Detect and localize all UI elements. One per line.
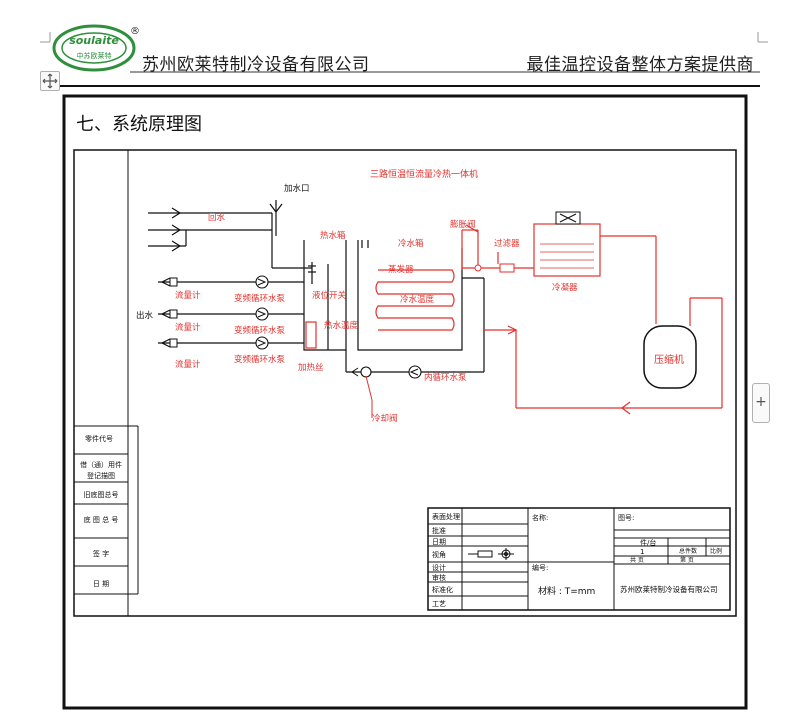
tb-drawing-no: 图号: bbox=[618, 514, 634, 522]
tb-design: 设计 bbox=[432, 563, 446, 572]
section-title: 七、系统原理图 bbox=[76, 114, 202, 135]
header-slogan: 最佳温控设备整体方案提供商 bbox=[526, 55, 754, 75]
flowmeters bbox=[169, 277, 178, 348]
tb-pieces: 件/台 bbox=[640, 538, 656, 547]
tb-sheets-total: 共 页 bbox=[630, 556, 644, 564]
tb-view: 视角 bbox=[432, 550, 446, 559]
cold-tank bbox=[357, 240, 463, 351]
evaporator-coil bbox=[375, 269, 455, 331]
label-pump-3: 变频循环水泵 bbox=[234, 354, 286, 365]
compressor bbox=[643, 325, 697, 389]
label-pump-1: 变频循环水泵 bbox=[234, 293, 286, 304]
tb-sheet-no: 第 页 bbox=[680, 556, 694, 564]
inlet-arrow bbox=[269, 203, 283, 213]
label-filter: 过滤器 bbox=[494, 238, 520, 249]
move-arrows-icon bbox=[42, 73, 58, 89]
outer-frame bbox=[62, 94, 748, 710]
label-date-left: 日 期 bbox=[93, 580, 109, 588]
label-base-drawing: 底 图 总 号 bbox=[84, 515, 119, 524]
label-flowmeter-1: 流量计 bbox=[175, 290, 201, 301]
label-hot-tank: 热水箱 bbox=[320, 230, 346, 241]
label-cold-tank: 冷水箱 bbox=[398, 238, 424, 249]
add-button[interactable]: + bbox=[752, 383, 770, 423]
label-part-code: 零件代号 bbox=[85, 434, 113, 443]
label-cooling-valve: 冷却阀 bbox=[372, 413, 398, 424]
label-hot-temp: 热水温度 bbox=[324, 320, 359, 331]
flowmeter-2-icon bbox=[169, 309, 178, 319]
label-internal-pump: 内循环水泵 bbox=[424, 372, 467, 383]
label-return: 回水 bbox=[208, 212, 226, 223]
tb-total-pieces: 总件数 bbox=[679, 547, 697, 555]
registered-mark: ® bbox=[130, 26, 140, 37]
label-sign: 签 字 bbox=[93, 549, 109, 558]
tb-surface: 表面处理 bbox=[432, 512, 460, 521]
label-expansion-valve: 膨胀阀 bbox=[450, 219, 476, 230]
label-old-drawing: 旧底图总号 bbox=[84, 490, 119, 499]
diagram-title: 三路恒温恒流量冷热一体机 bbox=[370, 168, 478, 180]
label-condenser: 冷凝器 bbox=[552, 282, 578, 293]
tb-review: 审核 bbox=[432, 573, 446, 582]
logo-caption: 中苏欧莱特 bbox=[77, 51, 112, 60]
label-cold-temp: 冷水温度 bbox=[400, 294, 435, 305]
label-borrow2: 登记描图 bbox=[87, 471, 115, 480]
tb-date: 日期 bbox=[432, 538, 446, 546]
company-logo: soulaite 中苏欧莱特 bbox=[52, 24, 136, 72]
header-company: 苏州欧莱特制冷设备有限公司 bbox=[142, 55, 370, 75]
tb-scale: 比例 bbox=[710, 547, 722, 555]
corner-mark-left bbox=[40, 32, 51, 43]
tb-qty: 1 bbox=[640, 548, 644, 556]
logo-brand: soulaite bbox=[69, 34, 119, 47]
refrigerant-circuit bbox=[375, 224, 723, 415]
label-compressor: 压缩机 bbox=[654, 353, 684, 366]
condenser bbox=[533, 211, 601, 277]
left-strip bbox=[73, 149, 129, 617]
label-flowmeter-3: 流量计 bbox=[175, 359, 201, 370]
tb-process: 工艺 bbox=[432, 600, 446, 608]
logo-inner-ring bbox=[61, 32, 127, 64]
label-borrow: 借（通）用件 bbox=[80, 460, 122, 469]
condenser-fan-icon bbox=[559, 213, 577, 223]
title-block bbox=[427, 507, 731, 611]
label-flowmeter-2: 流量计 bbox=[175, 322, 201, 333]
label-heater: 加热丝 bbox=[298, 362, 324, 373]
flowmeter-3-icon bbox=[169, 338, 178, 348]
logo-ring bbox=[52, 24, 136, 72]
label-evaporator: 蒸发器 bbox=[388, 264, 414, 275]
filter-icon bbox=[499, 263, 515, 273]
heater-icon bbox=[305, 321, 317, 349]
tb-name: 名称: bbox=[532, 513, 548, 522]
label-outlet: 出水 bbox=[136, 310, 154, 321]
hot-tank bbox=[303, 240, 347, 351]
tb-material: 材料 : T=mm bbox=[538, 585, 595, 597]
tb-standard: 标准化 bbox=[432, 585, 453, 594]
corner-mark-right bbox=[757, 32, 768, 43]
tb-code: 编号: bbox=[532, 563, 548, 572]
move-handle-icon[interactable] bbox=[40, 71, 60, 91]
header-rules bbox=[40, 32, 768, 87]
expansion-valve-icon bbox=[474, 264, 482, 272]
flowmeter-1-icon bbox=[169, 277, 178, 287]
label-water-inlet: 加水口 bbox=[284, 183, 310, 194]
label-level-switch: 液位开关 bbox=[312, 290, 347, 301]
label-pump-2: 变频循环水泵 bbox=[234, 325, 286, 336]
tb-company: 苏州欧莱特制冷设备有限公司 bbox=[620, 584, 718, 594]
tb-approve: 批准 bbox=[432, 526, 446, 535]
cooling-valve-icon bbox=[360, 366, 372, 378]
